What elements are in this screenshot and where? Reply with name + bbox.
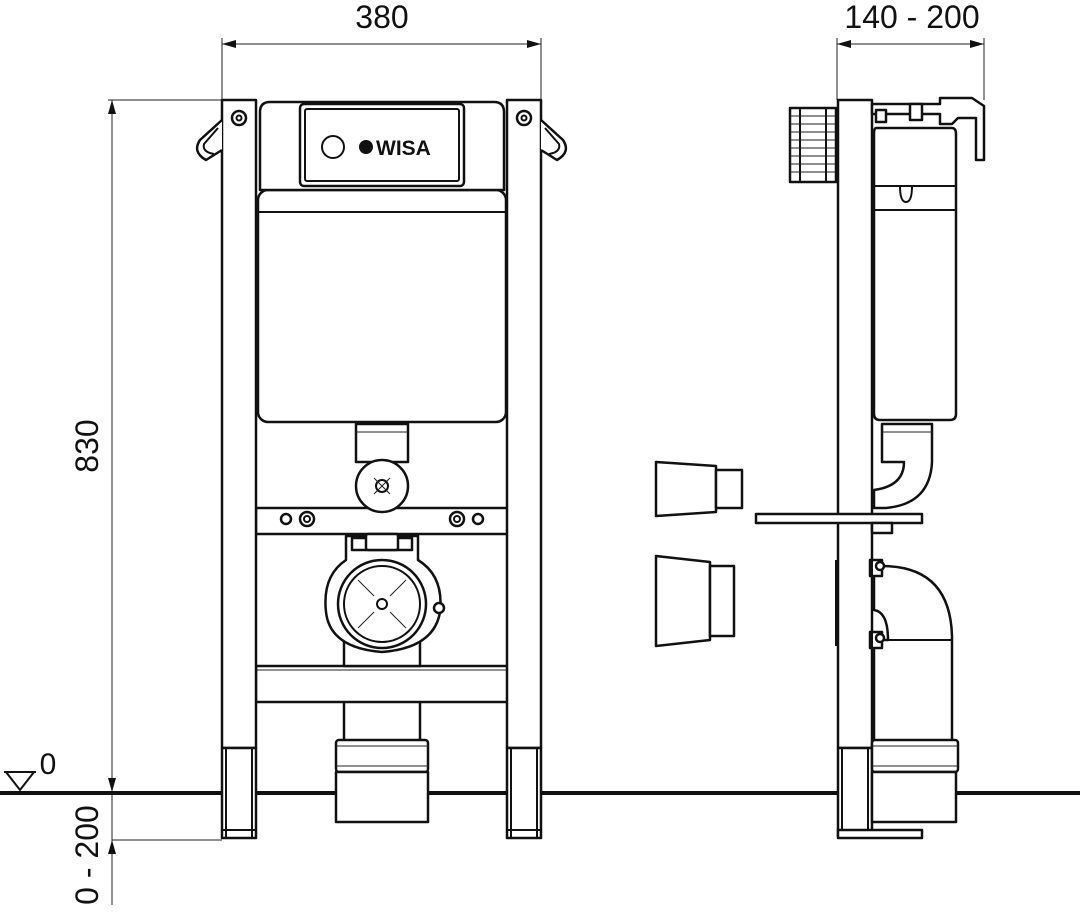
pipe-fitting-small (654, 460, 744, 518)
dimension-lines (108, 38, 985, 905)
wisa-logo-icon (359, 140, 373, 154)
depth-label: 140 - 200 (844, 0, 979, 35)
width-label: 380 (355, 0, 408, 35)
water-inlet-thread (788, 106, 838, 184)
mounting-bolt (279, 510, 485, 528)
height-label: 830 (69, 419, 105, 472)
side-view (754, 96, 986, 840)
frame-post-left (195, 98, 258, 840)
dimension-labels: 380 140 - 200 830 0 - 200 0 (40, 0, 980, 905)
floor-level-marker (4, 771, 36, 791)
wall-bracket (870, 96, 986, 162)
floor-level-label: 0 (40, 748, 57, 781)
flush-plate: WISA (298, 102, 466, 188)
floor-offset-label: 0 - 200 (69, 805, 105, 905)
brand-logo-text: WISA (376, 137, 431, 160)
front-view: WISA (195, 98, 568, 840)
frame-post-right (505, 98, 568, 840)
pipe-fitting-large (654, 554, 736, 648)
